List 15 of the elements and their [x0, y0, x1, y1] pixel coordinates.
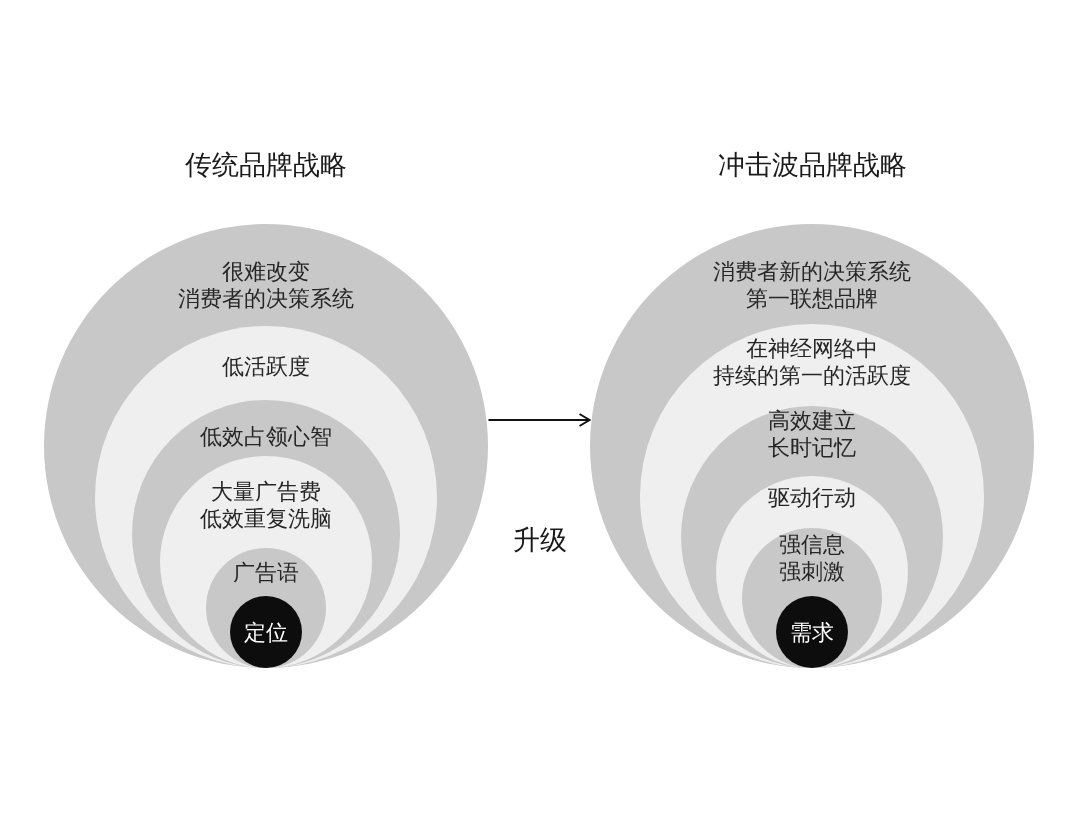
ring-label: 大量广告费低效重复洗脑 — [200, 478, 332, 532]
core-label: 定位 — [244, 618, 288, 646]
ring-label: 强信息强刺激 — [779, 531, 845, 585]
core-label: 需求 — [790, 618, 834, 646]
ring-label: 消费者新的决策系统第一联想品牌 — [713, 258, 911, 312]
ring-label: 广告语 — [233, 558, 299, 586]
ring-label: 很难改变消费者的决策系统 — [178, 258, 354, 312]
ring-label: 高效建立长时记忆 — [768, 407, 856, 461]
arrow — [487, 413, 591, 427]
section-heading: 传统品牌战略 — [185, 148, 347, 182]
ring-label: 低活跃度 — [222, 352, 310, 380]
section-heading: 冲击波品牌战略 — [717, 148, 907, 182]
ring-label: 低效占领心智 — [200, 422, 332, 450]
ring-label: 驱动行动 — [768, 483, 856, 511]
ring-label: 在神经网络中持续的第一的活跃度 — [713, 335, 911, 389]
